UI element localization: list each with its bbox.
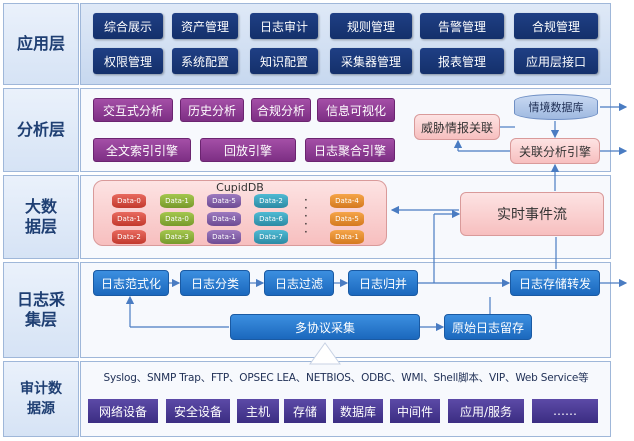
source-item[interactable]: 存储 xyxy=(284,399,326,423)
source-item[interactable]: …… xyxy=(532,399,598,423)
data-node: Data-0 xyxy=(160,212,194,226)
raw-retention-box[interactable]: 原始日志留存 xyxy=(444,314,532,340)
data-node: Data-3 xyxy=(160,230,194,244)
app-item[interactable]: 报表管理 xyxy=(420,48,504,74)
source-item[interactable]: 数据库 xyxy=(333,399,383,423)
data-node: Data-5 xyxy=(207,194,241,208)
data-node: Data-1 xyxy=(330,230,364,244)
layer-label-app: 应用层 xyxy=(3,3,79,85)
source-item[interactable]: 应用/服务 xyxy=(448,399,524,423)
source-item[interactable]: 网络设备 xyxy=(88,399,158,423)
protocol-list: Syslog、SNMP Trap、FTP、OPSEC LEA、NETBIOS、O… xyxy=(103,372,589,384)
app-item[interactable]: 告警管理 xyxy=(420,13,504,39)
data-node: Data-1 xyxy=(160,194,194,208)
data-node: Data-1 xyxy=(207,230,241,244)
realtime-stream-box[interactable]: 实时事件流 xyxy=(460,192,604,236)
app-item[interactable]: 权限管理 xyxy=(93,48,163,74)
data-node: Data-1 xyxy=(112,212,146,226)
app-item[interactable]: 合规管理 xyxy=(514,13,598,39)
correlation-engine-box[interactable]: 关联分析引擎 xyxy=(510,138,600,164)
app-item[interactable]: 日志审计 xyxy=(250,13,318,39)
data-node: Data-5 xyxy=(330,212,364,226)
data-node: Data-7 xyxy=(254,230,288,244)
app-item[interactable]: 采集器管理 xyxy=(330,48,412,74)
app-item[interactable]: 综合展示 xyxy=(93,13,163,39)
data-node: Data-6 xyxy=(254,212,288,226)
data-node: Data-4 xyxy=(207,212,241,226)
data-node: Data-2 xyxy=(112,230,146,244)
multi-protocol-box[interactable]: 多协议采集 xyxy=(230,314,420,340)
storage-forward-box[interactable]: 日志存储转发 xyxy=(510,270,600,296)
cupiddb-title: CupidDB xyxy=(216,181,264,194)
analysis-item[interactable]: 交互式分析 xyxy=(93,98,173,122)
collect-step[interactable]: 日志归并 xyxy=(348,270,418,296)
app-item[interactable]: 规则管理 xyxy=(330,13,412,39)
threat-intel-box[interactable]: 威胁情报关联 xyxy=(414,114,500,140)
layer-label-source: 审计数据源 xyxy=(3,361,79,437)
collect-step[interactable]: 日志范式化 xyxy=(93,270,169,296)
data-node: Data-0 xyxy=(112,194,146,208)
context-db-cylinder: 情境数据库 xyxy=(514,94,598,120)
collect-step[interactable]: 日志分类 xyxy=(180,270,250,296)
source-item[interactable]: 主机 xyxy=(237,399,279,423)
analysis-item[interactable]: 全文索引引擎 xyxy=(93,138,191,162)
ellipsis-vertical: ····· xyxy=(304,193,308,239)
analysis-item[interactable]: 信息可视化 xyxy=(317,98,395,122)
app-item[interactable]: 系统配置 xyxy=(172,48,238,74)
layer-label-bigdata: 大数据层 xyxy=(3,175,79,259)
app-item[interactable]: 资产管理 xyxy=(172,13,238,39)
analysis-item[interactable]: 日志聚合引擎 xyxy=(305,138,395,162)
layer-label-analysis: 分析层 xyxy=(3,88,79,172)
layer-label-collect: 日志采集层 xyxy=(3,262,79,358)
app-item[interactable]: 知识配置 xyxy=(250,48,318,74)
source-item[interactable]: 安全设备 xyxy=(166,399,230,423)
source-item[interactable]: 中间件 xyxy=(390,399,440,423)
data-node: Data-4 xyxy=(330,194,364,208)
data-node: Data-2 xyxy=(254,194,288,208)
analysis-item[interactable]: 回放引擎 xyxy=(200,138,296,162)
analysis-item[interactable]: 合规分析 xyxy=(251,98,311,122)
app-item[interactable]: 应用层接口 xyxy=(514,48,598,74)
analysis-item[interactable]: 历史分析 xyxy=(180,98,244,122)
collect-step[interactable]: 日志过滤 xyxy=(264,270,334,296)
